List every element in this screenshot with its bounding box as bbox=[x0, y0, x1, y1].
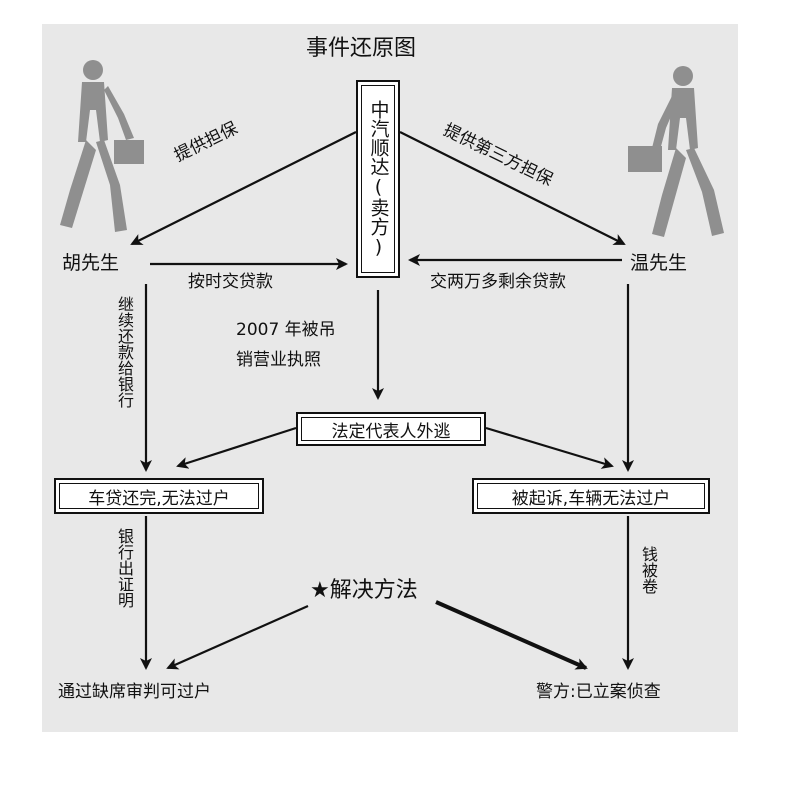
node-seller-label: 中汽顺达(卖方) bbox=[367, 100, 390, 258]
node-seller: 中汽顺达(卖方) bbox=[356, 80, 400, 278]
edge-pay-remaining: 交两万多剩余贷款 bbox=[430, 272, 566, 292]
arrow-legalrep-to-carloan bbox=[176, 426, 297, 469]
person-left-icon bbox=[60, 60, 144, 232]
edge-license-revoked-1: 2007 年被吊 bbox=[236, 320, 336, 340]
node-sued: 被起诉,车辆无法过户 bbox=[472, 478, 710, 514]
arrow-seller-to-hu bbox=[130, 131, 357, 245]
diagram-title: 事件还原图 bbox=[306, 36, 417, 61]
node-police: 警方:已立案侦查 bbox=[536, 682, 661, 702]
arrow-solution-to-police bbox=[435, 600, 588, 670]
node-wen: 温先生 bbox=[630, 252, 688, 274]
edge-continue-repay: 继续还款给银行 bbox=[115, 296, 134, 408]
person-right-icon bbox=[628, 66, 724, 237]
edge-license-revoked-2: 销营业执照 bbox=[236, 350, 321, 370]
arrow-legalrep-to-sued bbox=[485, 426, 614, 469]
node-seller-inner-border bbox=[361, 85, 395, 273]
edge-money-taken: 钱被卷 bbox=[639, 546, 658, 594]
edge-pay-on-time: 按时交贷款 bbox=[188, 272, 273, 292]
edge-bank-cert: 银行出证明 bbox=[115, 528, 134, 608]
node-default-judgment: 通过缺席审判可过户 bbox=[58, 682, 211, 702]
arrow-solution-to-judgment bbox=[166, 604, 309, 670]
node-legal-rep: 法定代表人外逃 bbox=[296, 412, 486, 446]
node-solution: ★解决方法 bbox=[310, 578, 418, 603]
arrow-seller-to-wen bbox=[399, 131, 626, 245]
node-car-loan-done: 车贷还完,无法过户 bbox=[54, 478, 264, 514]
node-hu: 胡先生 bbox=[62, 252, 120, 274]
